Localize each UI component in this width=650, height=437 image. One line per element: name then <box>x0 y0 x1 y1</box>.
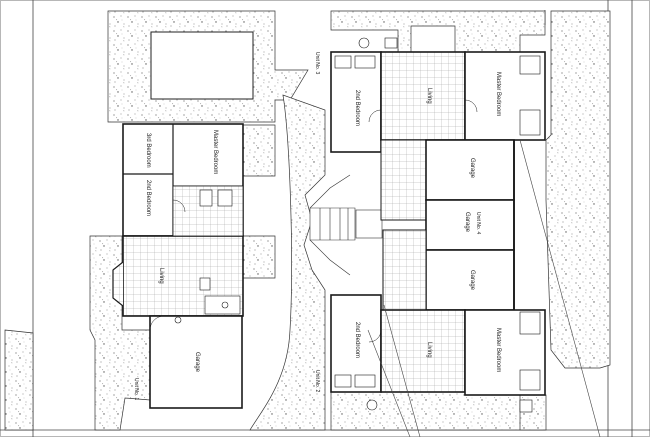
label-3rd-bedroom-u1: 3rd Bedroom <box>145 133 151 168</box>
label-unit-1: Unit No. 1 <box>133 378 139 400</box>
driveway-lines <box>367 139 601 437</box>
unit-2-labels: 2nd Bedroom Living Master Bedroom Unit N… <box>314 322 501 392</box>
yard-southwest-strip <box>4 329 34 431</box>
unit-4-labels: Garage Unit No. 4 Garage Garage <box>464 158 481 291</box>
label-unit-2: Unit No. 2 <box>314 370 320 392</box>
label-living-u3: Living <box>426 88 432 104</box>
label-unit-3: Unit No. 3 <box>314 52 320 74</box>
label-2nd-bedroom-u1: 2nd Bedroom <box>145 180 151 216</box>
label-master-bedroom-u3: Master Bedroom <box>495 72 501 116</box>
unit-1-labels: 3rd Bedroom Master Bedroom 2nd Bedroom L… <box>133 130 218 400</box>
walkway-central <box>249 94 326 431</box>
label-garage-u4: Garage <box>464 212 470 233</box>
unit-4-garages <box>382 139 515 311</box>
yard-south <box>330 391 546 431</box>
unit-2-building <box>330 294 546 413</box>
unit-1-building <box>112 123 244 409</box>
label-living-u1: Living <box>158 268 164 284</box>
yard-east <box>545 10 611 369</box>
label-master-bedroom-u1: Master Bedroom <box>212 130 218 174</box>
unit-3-labels: 2nd Bedroom Living Master Bedroom Unit N… <box>314 52 501 126</box>
label-unit-4: Unit No. 4 <box>475 212 481 234</box>
yard-patio-north <box>242 124 276 177</box>
label-2nd-bedroom-u3: 2nd Bedroom <box>354 90 360 126</box>
label-garage-u2: Garage <box>469 270 475 291</box>
pool <box>150 31 254 100</box>
central-stair <box>309 174 383 276</box>
label-garage-u1: Garage <box>194 352 200 373</box>
unit-3-building <box>330 37 546 221</box>
label-living-u2: Living <box>426 342 432 358</box>
label-2nd-bedroom-u2: 2nd Bedroom <box>354 322 360 358</box>
yard-north <box>330 10 546 53</box>
label-garage-u3: Garage <box>469 158 475 179</box>
yard-patio-south <box>242 235 276 279</box>
label-master-bedroom-u2: Master Bedroom <box>495 328 501 372</box>
